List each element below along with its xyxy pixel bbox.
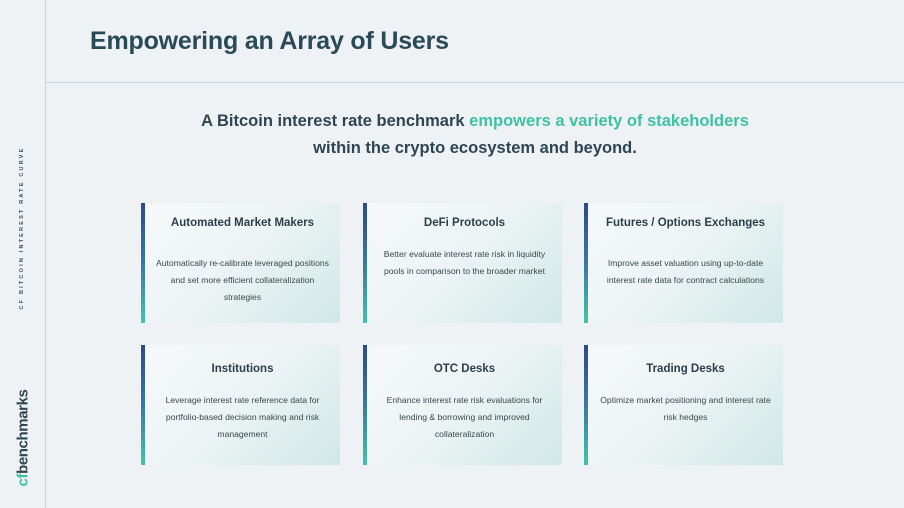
card-title: Automated Market Makers [170,217,315,229]
card-defi-protocols: DeFi Protocols Better evaluate interest … [363,203,562,323]
logo-prefix: cf [14,473,32,487]
card-title: DeFi Protocols [423,217,506,229]
card-otc-desks: OTC Desks Enhance interest rate risk eva… [363,345,562,465]
intro-highlight: empowers a variety of stakeholders [469,112,749,130]
sidebar: CF BITCOIN INTEREST RATE CURVE cfbenchma… [0,0,46,508]
cf-benchmarks-logo: cfbenchmarks [15,390,32,487]
card-futures-options-exchanges: Futures / Options Exchanges Improve asse… [584,203,783,323]
card-description: Better evaluate interest rate risk in li… [383,249,546,276]
card-institutions: Institutions Leverage interest rate refe… [141,345,340,465]
page-title: Empowering an Array of Users [90,27,449,55]
card-description: Leverage interest rate reference data fo… [165,395,320,439]
card-description: Optimize market positioning and interest… [600,395,771,422]
card-title: Futures / Options Exchanges [605,217,766,229]
card-title: Trading Desks [646,363,725,375]
header-band [46,0,904,83]
card-description: Enhance interest rate risk evaluations f… [386,395,543,439]
intro-part1: A Bitcoin interest rate benchmark [201,112,470,130]
card-title: Institutions [211,363,274,375]
card-description: Improve asset valuation using up-to-date… [606,258,765,285]
card-automated-market-makers: Automated Market Makers Automatically re… [141,203,340,323]
intro-text: A Bitcoin interest rate benchmark empowe… [140,108,810,162]
card-title: OTC Desks [433,363,496,375]
card-description: Automatically re-calibrate leveraged pos… [156,258,329,302]
logo-suffix: benchmarks [14,389,32,474]
card-trading-desks: Trading Desks Optimize market positionin… [584,345,783,465]
intro-part2: within the crypto ecosystem and beyond. [313,139,637,157]
vertical-brand-label: CF BITCOIN INTEREST RATE CURVE [19,146,25,310]
